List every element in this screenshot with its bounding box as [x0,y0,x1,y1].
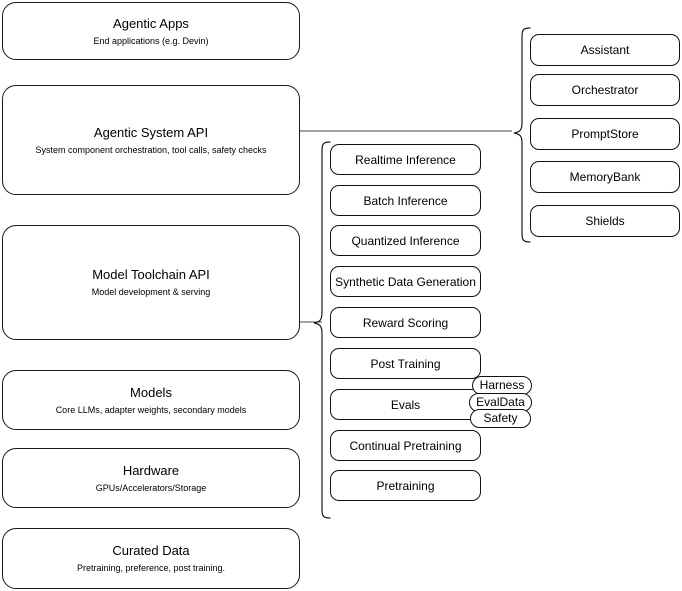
layer-subtitle: Model development & serving [91,287,211,297]
layer-title: Model Toolchain API [92,267,210,282]
agentic-components-brace [512,26,534,246]
toolchain-component-batch-inference[interactable]: Batch Inference [330,185,481,216]
agentic-component-memorybank[interactable]: MemoryBank [530,161,680,193]
layer-title: Hardware [122,462,180,478]
toolchain-component-synthetic-data-generation[interactable]: Synthetic Data Generation [330,266,481,297]
layer-subtitle: GPUs/Accelerators/Storage [95,482,207,493]
stack-layer-curated-data[interactable]: Curated Data Pretraining, preference, po… [2,528,300,589]
toolchain-component-post-training[interactable]: Post Training [330,348,481,379]
stack-layer-model-toolchain-api[interactable]: Model Toolchain API Model development & … [2,225,300,340]
toolchain-component-realtime-inference[interactable]: Realtime Inference [330,144,481,175]
layer-title: Curated Data [112,543,190,558]
stack-layer-hardware[interactable]: Hardware GPUs/Accelerators/Storage [2,448,300,508]
agentic-component-assistant[interactable]: Assistant [530,34,680,66]
layer-subtitle: System component orchestration, tool cal… [35,144,267,155]
toolchain-components-brace [312,140,334,522]
layer-subtitle: End applications (e.g. Devin) [93,35,209,46]
agentic-component-orchestrator[interactable]: Orchestrator [530,74,680,106]
layer-title: Models [130,384,172,400]
toolchain-component-evals[interactable]: Evals [330,389,481,420]
connector-agentic-system-api-to-components [300,125,518,139]
stack-layer-models[interactable]: Models Core LLMs, adapter weights, secon… [2,370,300,430]
layer-subtitle: Core LLMs, adapter weights, secondary mo… [55,404,247,415]
toolchain-component-quantized-inference[interactable]: Quantized Inference [330,225,481,256]
layer-title: Agentic Apps [113,15,189,31]
toolchain-component-pretraining[interactable]: Pretraining [330,470,481,501]
agentic-component-shields[interactable]: Shields [530,205,680,237]
stack-layer-agentic-system-api[interactable]: Agentic System API System component orch… [2,85,300,195]
stack-layer-agentic-apps[interactable]: Agentic Apps End applications (e.g. Devi… [2,2,300,60]
toolchain-component-reward-scoring[interactable]: Reward Scoring [330,307,481,338]
eval-tag-safety[interactable]: Safety [470,409,531,428]
toolchain-component-continual-pretraining[interactable]: Continual Pretraining [330,430,481,461]
layer-title: Agentic System API [93,124,209,140]
agentic-component-promptstore[interactable]: PromptStore [530,118,680,150]
layer-subtitle: Pretraining, preference, post training. [76,563,226,573]
